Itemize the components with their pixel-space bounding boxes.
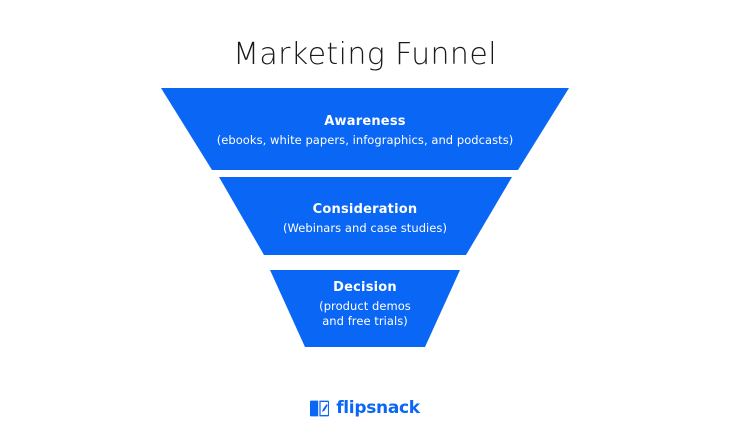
flipsnack-book-icon [310, 400, 330, 416]
funnel-stage-shape-consideration [219, 177, 512, 255]
funnel-stage-shape-awareness [161, 88, 569, 170]
page-title: Marketing Funnel [233, 37, 497, 72]
brand-logo: flipsnack [0, 396, 730, 420]
funnel-stage-shape-decision [270, 270, 460, 347]
brand-wordmark: flipsnack [336, 397, 420, 418]
